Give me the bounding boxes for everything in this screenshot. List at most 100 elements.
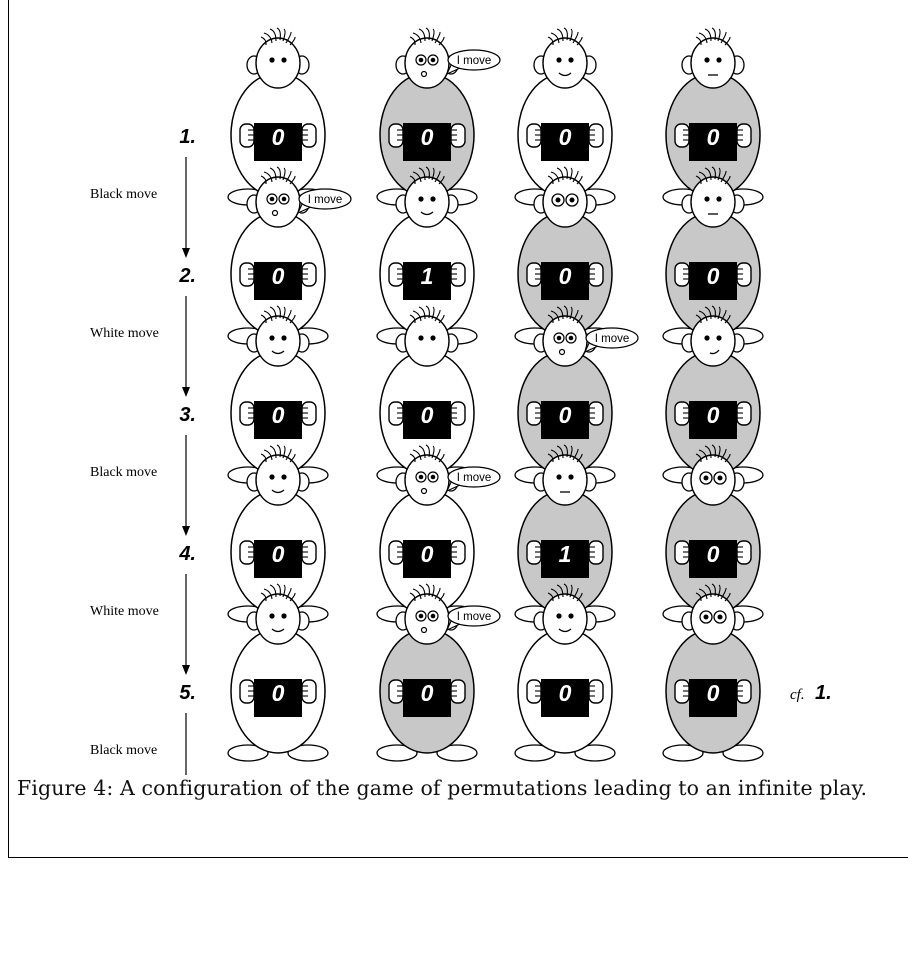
- card-value: 0: [707, 124, 720, 150]
- player-body-row3-col4: 0: [662, 350, 764, 484]
- eyes: [551, 193, 579, 207]
- figure-frame-bottom-border: [8, 857, 908, 858]
- hair: [547, 444, 583, 463]
- speech-text: I move: [308, 194, 343, 206]
- number-card: 0: [239, 123, 317, 161]
- card-holding-hands: [526, 401, 604, 426]
- player-body-row5-col3: 0: [514, 628, 616, 762]
- eyes: [418, 196, 436, 202]
- hair: [695, 444, 731, 463]
- card-holding-hands: [388, 679, 466, 704]
- player-head-row4-col4: [681, 444, 745, 506]
- number-card: 0: [674, 401, 752, 439]
- speech-text: I move: [457, 472, 492, 484]
- card-holding-hands: [239, 540, 317, 565]
- move-label: White move: [90, 326, 159, 341]
- player-head-row2-col3: [533, 166, 597, 228]
- player-head-row2-col4: [681, 166, 745, 228]
- number-card: 0: [388, 401, 466, 439]
- cf-target-step: 1.: [815, 682, 832, 704]
- mouth: [271, 209, 279, 217]
- card-value: 1: [559, 541, 572, 567]
- eyes: [556, 57, 574, 63]
- step-label: 5.: [179, 682, 196, 704]
- eyes: [415, 54, 439, 66]
- number-card: 0: [526, 679, 604, 717]
- number-card: 0: [239, 401, 317, 439]
- mouth: [420, 487, 428, 495]
- player-head-row1-col3: [533, 27, 597, 89]
- move-label: Black move: [90, 187, 157, 202]
- card-holding-hands: [674, 540, 752, 565]
- speech-text: I move: [457, 611, 492, 623]
- eyes: [553, 332, 577, 344]
- card-value: 0: [272, 124, 285, 150]
- eyes: [269, 57, 287, 63]
- card-holding-hands: [239, 679, 317, 704]
- hair: [409, 444, 445, 463]
- player-head-row4-col2: I move: [395, 444, 501, 506]
- player-head-row3-col1: [246, 305, 310, 367]
- card-value: 0: [272, 541, 285, 567]
- card-value: 0: [559, 680, 572, 706]
- hair: [547, 27, 583, 46]
- speech-bubble: I move: [445, 466, 501, 493]
- card-holding-hands: [239, 123, 317, 148]
- number-card: 0: [239, 262, 317, 300]
- card-holding-hands: [674, 679, 752, 704]
- number-card: 0: [674, 540, 752, 578]
- move-label: White move: [90, 604, 159, 619]
- hair: [409, 166, 445, 185]
- hair: [260, 166, 296, 185]
- cf-prefix: cf.: [790, 687, 805, 703]
- number-card: 0: [526, 262, 604, 300]
- player-head-row3-col4: [681, 305, 745, 367]
- card-value: 0: [421, 402, 434, 428]
- player-head-row1-col2: I move: [395, 27, 501, 89]
- player-head-row5-col4: [681, 583, 745, 645]
- player-body-row2-col4: 0: [662, 211, 764, 345]
- mouth: [271, 350, 285, 355]
- player-body-row1-col1: 0: [227, 72, 329, 206]
- number-card: 0: [239, 679, 317, 717]
- hair: [547, 305, 583, 324]
- player-head-row3-col3: I move: [533, 305, 639, 367]
- number-card: 0: [526, 401, 604, 439]
- eyes: [418, 335, 436, 341]
- figure-caption: Figure 4: A configuration of the game of…: [17, 776, 868, 800]
- hair: [260, 583, 296, 602]
- player-head-row2-col2: [395, 166, 459, 228]
- hair: [260, 27, 296, 46]
- eyes: [704, 57, 722, 63]
- number-card: 1: [388, 262, 466, 300]
- hair: [409, 27, 445, 46]
- card-holding-hands: [388, 123, 466, 148]
- card-value: 0: [707, 541, 720, 567]
- number-card: 0: [526, 123, 604, 161]
- down-arrow: [182, 157, 190, 258]
- card-holding-hands: [674, 401, 752, 426]
- number-card: 0: [388, 679, 466, 717]
- speech-bubble: I move: [583, 327, 639, 354]
- down-arrow: [182, 296, 190, 397]
- hair: [260, 444, 296, 463]
- step-label: 2.: [178, 265, 196, 287]
- card-value: 0: [559, 263, 572, 289]
- eyes: [269, 474, 287, 480]
- hair: [409, 583, 445, 602]
- number-card: 0: [674, 679, 752, 717]
- hair: [409, 305, 445, 324]
- speech-bubble: I move: [296, 188, 352, 215]
- hair: [547, 166, 583, 185]
- speech-text: I move: [457, 55, 492, 67]
- card-value: 0: [707, 680, 720, 706]
- number-card: 0: [239, 540, 317, 578]
- speech-bubble: I move: [445, 605, 501, 632]
- card-holding-hands: [526, 262, 604, 287]
- eyes: [269, 613, 287, 619]
- card-holding-hands: [388, 540, 466, 565]
- hair: [695, 305, 731, 324]
- card-value: 0: [707, 402, 720, 428]
